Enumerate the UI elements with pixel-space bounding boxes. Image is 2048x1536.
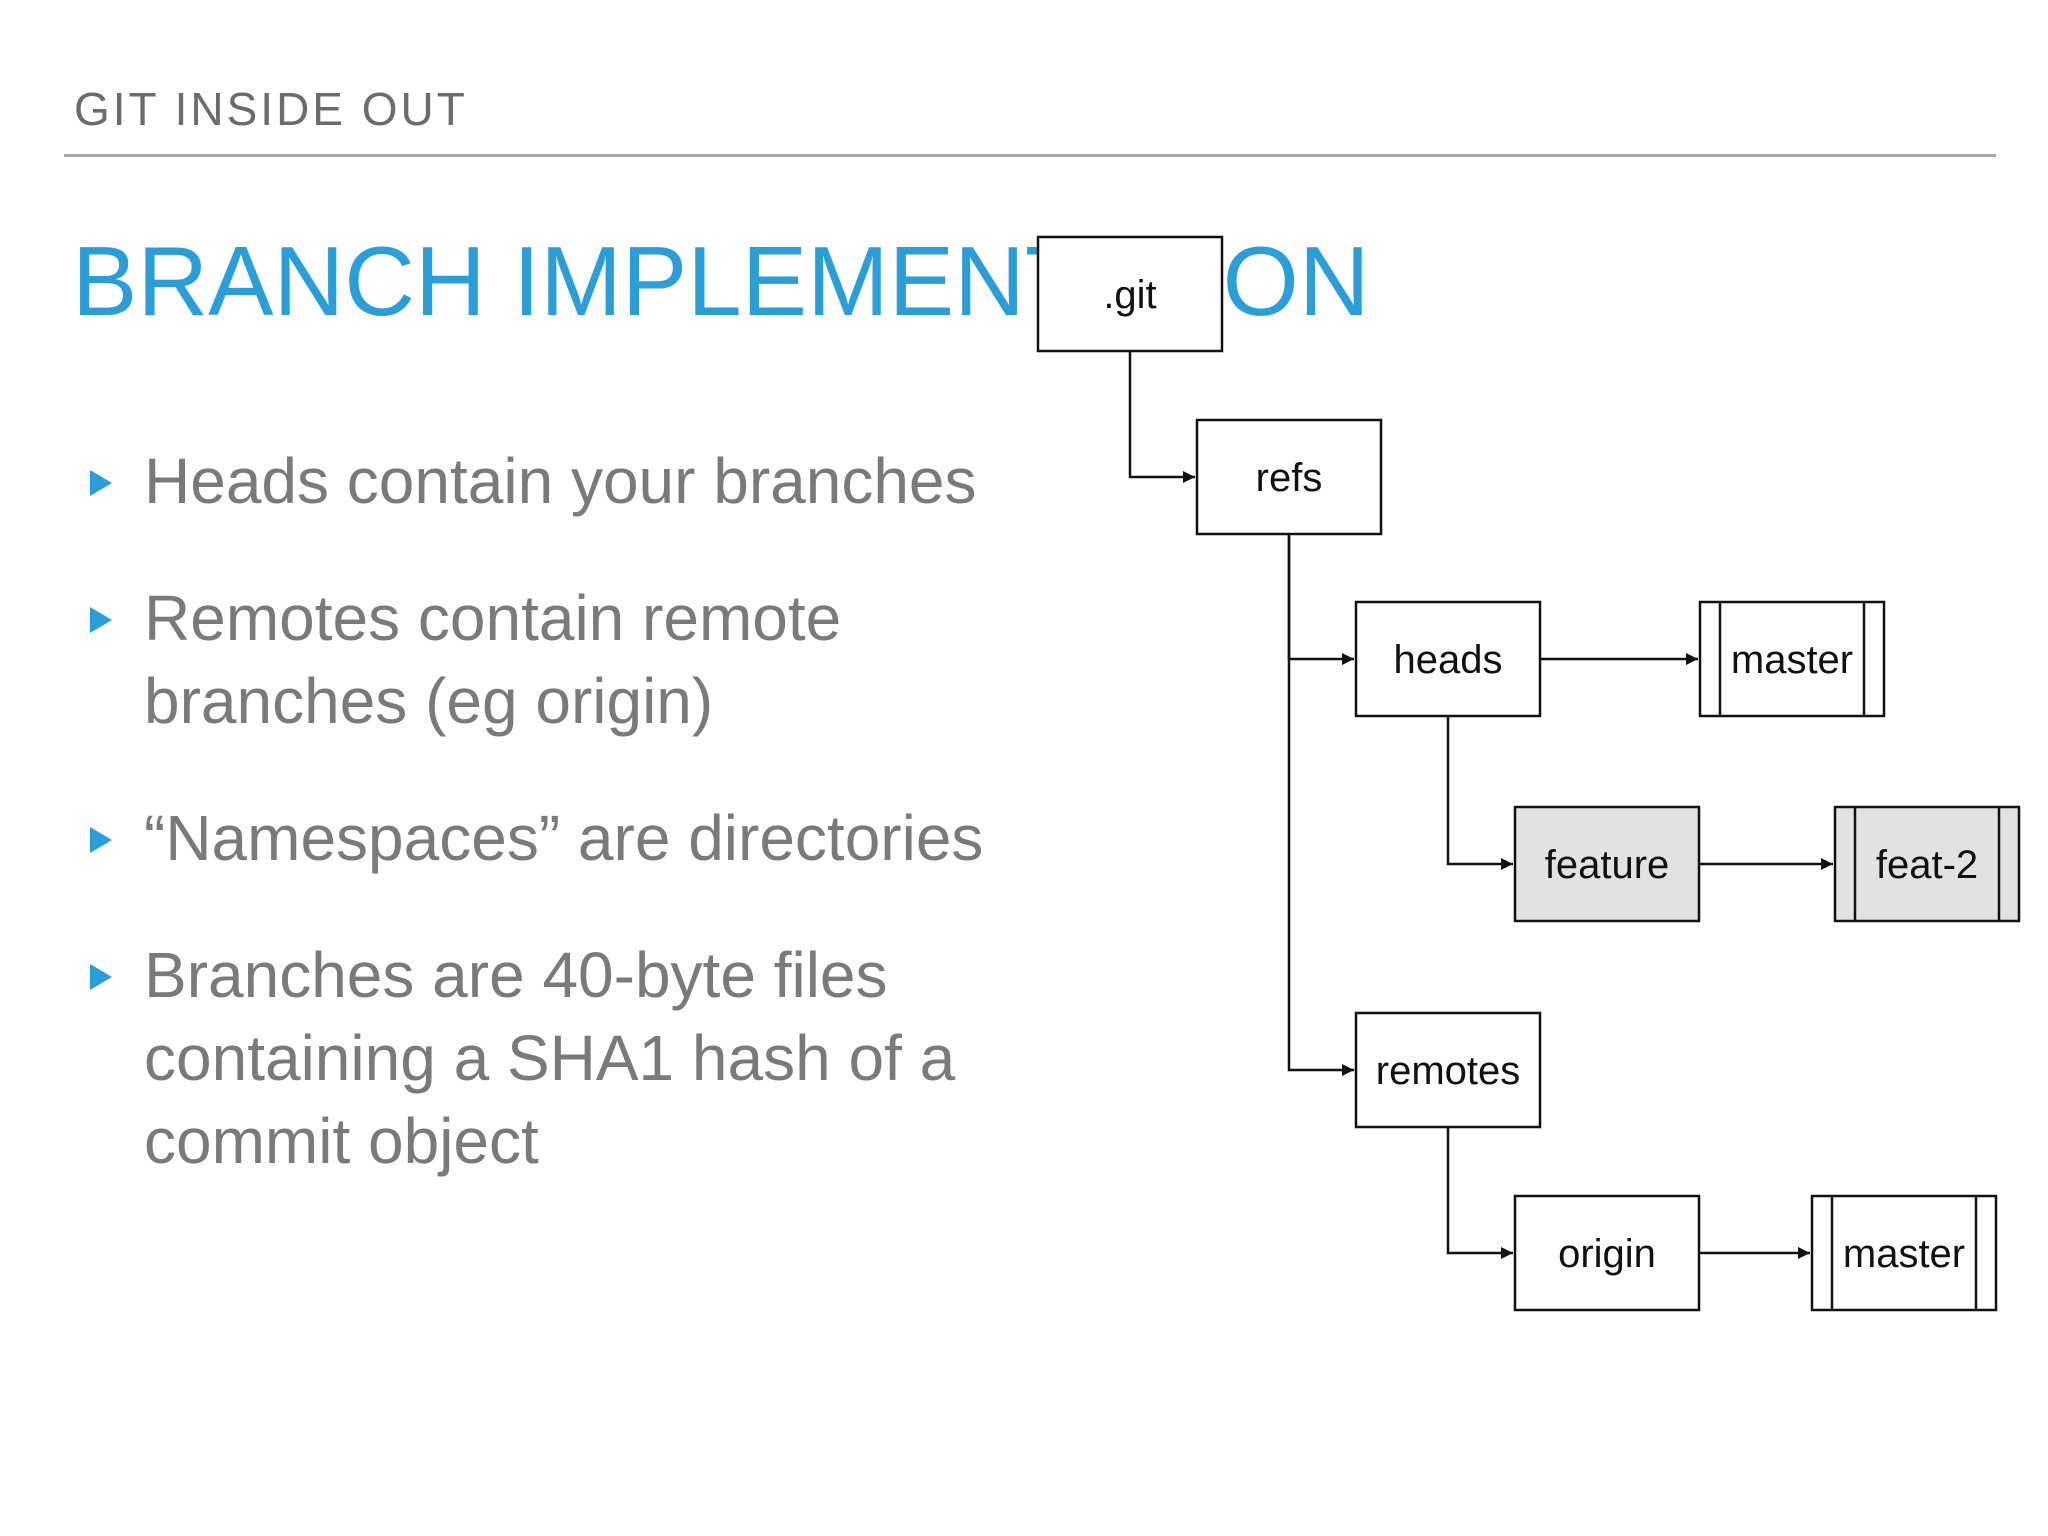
tree-node-feature-box — [1513, 805, 1701, 923]
tree-node-master_local-box — [1698, 600, 1886, 718]
tree-node-feature: feature — [1513, 805, 1701, 923]
bullet-item: Heads contain your branches — [84, 440, 1084, 523]
tree-node-git-box — [1036, 235, 1224, 353]
tree-node-master_remote-box — [1810, 1194, 1998, 1312]
tree-node-git: .git — [1036, 235, 1224, 353]
header-divider — [64, 154, 1996, 157]
bullet-text: Heads contain your branches — [144, 445, 977, 517]
tree-node-refs-box — [1195, 418, 1383, 536]
tree-node-feat2-label: feat-2 — [1876, 843, 1978, 887]
edge-refs-to-remotes — [1287, 534, 1354, 1076]
bullet-arrow-icon — [90, 470, 112, 496]
edge-refs-to-heads — [1287, 534, 1354, 665]
tree-node-remotes: remotes — [1354, 1011, 1542, 1129]
bullet-arrow-icon — [90, 607, 112, 633]
tree-node-heads-box — [1354, 600, 1542, 718]
tree-node-refs-label: refs — [1256, 456, 1323, 500]
edge-git-to-refs — [1128, 351, 1195, 483]
tree-node-heads: heads — [1354, 600, 1542, 718]
tree-node-origin-label: origin — [1558, 1232, 1656, 1276]
tree-node-remotes-label: remotes — [1376, 1049, 1521, 1093]
bullet-text: Branches are 40-byte files containing a … — [144, 939, 956, 1177]
bullet-item: “Namespaces” are directories — [84, 797, 1084, 880]
tree-node-master_remote: master — [1810, 1194, 1998, 1312]
tree-node-origin: origin — [1513, 1194, 1701, 1312]
tree-node-refs: refs — [1195, 418, 1383, 536]
bullet-text: “Namespaces” are directories — [144, 802, 984, 874]
bullet-arrow-icon — [90, 964, 112, 990]
bullet-item: Branches are 40-byte files containing a … — [84, 934, 1084, 1183]
tree-node-feat2-box — [1833, 805, 2021, 923]
tree-node-remotes-box — [1354, 1011, 1542, 1129]
tree-node-master_remote-label: master — [1843, 1232, 1965, 1276]
tree-node-git-label: .git — [1103, 273, 1156, 317]
tree-node-master_local: master — [1698, 600, 1886, 718]
bullet-arrow-icon — [90, 827, 112, 853]
tree-node-heads-label: heads — [1394, 638, 1503, 682]
tree-node-feature-label: feature — [1545, 843, 1670, 887]
slide-header: GIT INSIDE OUT — [74, 83, 468, 135]
tree-node-master_local-label: master — [1731, 638, 1853, 682]
tree-node-origin-box — [1513, 1194, 1701, 1312]
edge-heads-to-feature — [1446, 716, 1513, 870]
bullet-item: Remotes contain remote branches (eg orig… — [84, 577, 1084, 743]
tree-node-feat2: feat-2 — [1833, 805, 2021, 923]
bullet-list: Heads contain your branches Remotes cont… — [84, 440, 1084, 1183]
bullet-text: Remotes contain remote branches (eg orig… — [144, 582, 842, 737]
edge-remotes-to-origin — [1446, 1127, 1513, 1259]
